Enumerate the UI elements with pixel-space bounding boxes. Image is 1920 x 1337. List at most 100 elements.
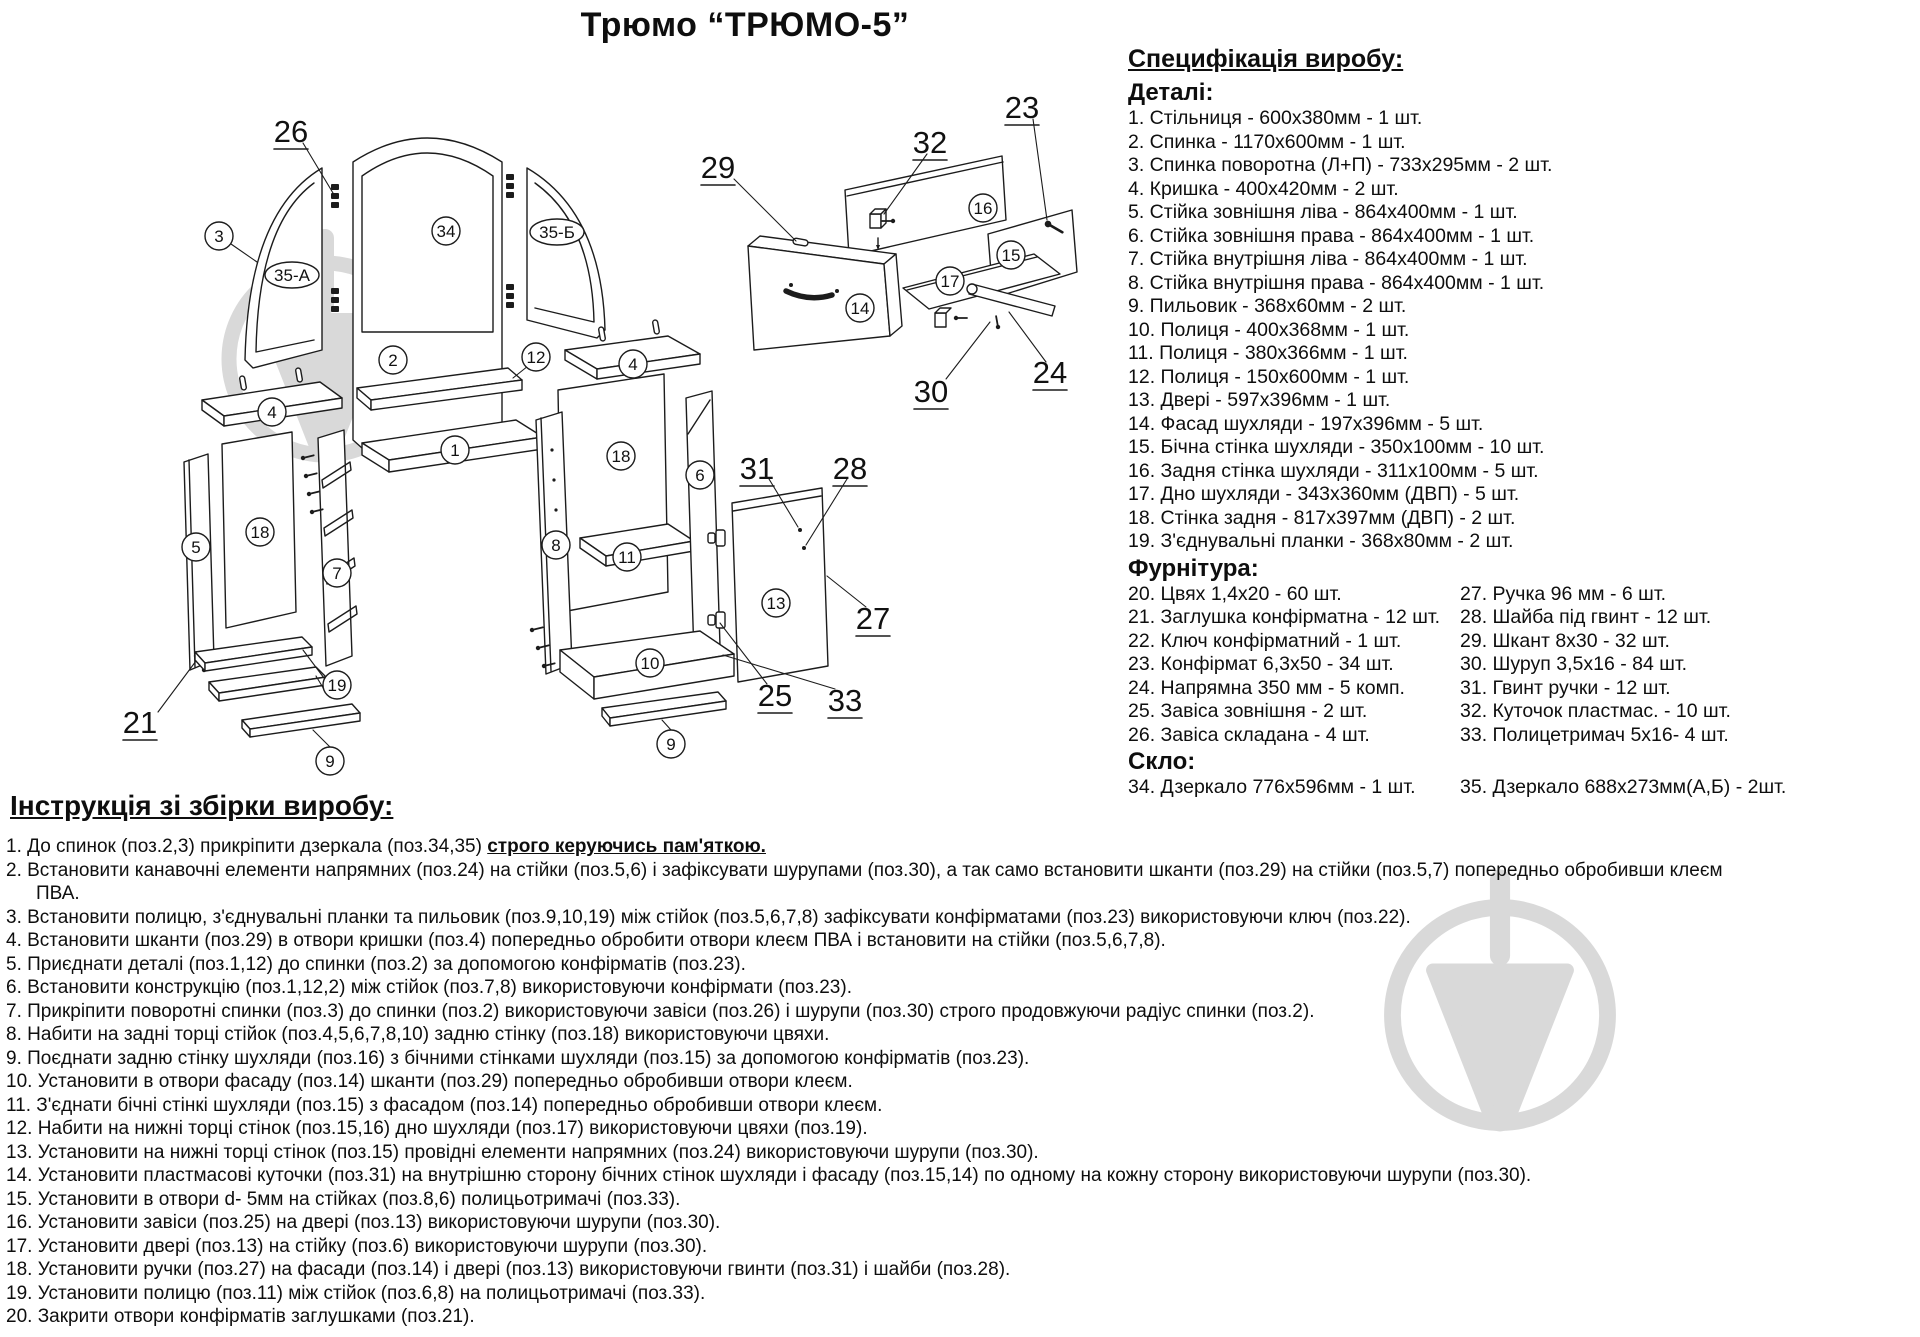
instructions-heading: Інструкція зі збірки виробу: (10, 790, 394, 821)
svg-text:15: 15 (1002, 246, 1021, 265)
spec-glass-heading: Скло: (1128, 748, 1196, 775)
svg-text:29: 29 (701, 150, 735, 185)
svg-text:35-А: 35-А (274, 266, 311, 285)
callout-15: 15 (996, 240, 1026, 270)
spec-detail-item: 15. Бічна стінка шухляди - 350х100мм - 1… (1128, 436, 1545, 458)
svg-text:24: 24 (1033, 355, 1067, 390)
callout-18: 18 (606, 441, 636, 471)
svg-text:4: 4 (267, 403, 276, 422)
spec-hardware-item: 22. Ключ конфірматний - 1 шт. (1128, 629, 1402, 652)
spec-detail-item: 2. Спинка - 1170х600мм - 1 шт. (1128, 130, 1406, 153)
callout-31: 31 (739, 451, 775, 487)
instruction-step: 4. Встановити шканти (поз.29) в отвори к… (6, 930, 1166, 951)
callout-16: 16 (968, 193, 998, 223)
leader-lines (157, 118, 1048, 748)
callout-28: 28 (832, 451, 868, 487)
spec-hardware-item: 24. Напрямна 350 мм - 5 комп. (1128, 676, 1405, 699)
page-title: Трюмо “ТРЮМО-5” (580, 6, 910, 44)
svg-text:4: 4 (628, 355, 637, 374)
svg-text:27: 27 (856, 601, 890, 636)
drawer-group (747, 155, 1078, 351)
spec-hardware-item: 29. Шкант 8х30 - 32 шт. (1460, 629, 1670, 652)
svg-text:7: 7 (332, 564, 341, 583)
spec-detail-item: 19. З'єднувальні планки - 368х80мм - 2 ш… (1128, 530, 1514, 552)
instruction-step: 11. З'єднати бічні стінкі шухляди (поз.1… (6, 1094, 883, 1116)
callout-24: 24 (1032, 355, 1068, 391)
spec-detail-item: 6. Стійка зовнішня права - 864х400мм - 1… (1128, 224, 1535, 247)
svg-text:21: 21 (123, 705, 157, 740)
svg-text:26: 26 (274, 114, 308, 149)
spec-hardware-right-column: 27. Ручка 96 мм - 6 шт.28. Шайба під гви… (1460, 583, 1918, 748)
svg-text:31: 31 (740, 451, 774, 486)
svg-text:35-Б: 35-Б (539, 223, 575, 242)
instruction-step: 1. До спинок (поз.2,3) прикріпити дзерка… (6, 836, 766, 857)
top-panels-group (201, 318, 701, 473)
spec-glass-item: 34. Дзеркало 776х596мм - 1 шт. (1128, 776, 1416, 798)
svg-text:32: 32 (913, 125, 947, 160)
svg-text:12: 12 (527, 348, 546, 367)
spec-hardware-item: 33. Полицетримач 5х16- 4 шт. (1460, 723, 1729, 746)
instruction-step-continuation: ПВА. (36, 883, 80, 904)
spec-hardware-item: 23. Конфірмат 6,3х50 - 34 шт. (1128, 653, 1394, 675)
instruction-step: 20. Закрити отвори конфірматів заглушкам… (6, 1306, 475, 1327)
spec-detail-item: 8. Стійка внутрішня права - 864х400мм - … (1128, 271, 1545, 294)
callout-1: 1 (440, 435, 470, 465)
svg-text:9: 9 (666, 735, 675, 754)
instruction-step: 15. Установити в отвори d- 5мм на стійка… (6, 1188, 681, 1210)
spec-hardware-item: 27. Ручка 96 мм - 6 шт. (1460, 582, 1667, 605)
instruction-step: 8. Набити на задні торці стійок (поз.4,5… (6, 1024, 830, 1045)
instruction-step: 6. Встановити конструкцію (поз.1,12,2) м… (6, 977, 852, 998)
spec-detail-item: 11. Полиця - 380х366мм - 1 шт. (1128, 342, 1408, 364)
callout-26: 26 (273, 114, 309, 150)
spec-detail-item: 13. Двері - 597х396мм - 1 шт. (1128, 389, 1391, 411)
callout-2: 2 (378, 345, 408, 375)
spec-glass-left-column: 34. Дзеркало 776х596мм - 1 шт. (1128, 776, 1460, 800)
svg-text:14: 14 (851, 299, 870, 318)
spec-detail-item: 9. Пильовик - 368х60мм - 2 шт. (1128, 295, 1407, 317)
callout-8: 8 (541, 530, 571, 560)
svg-text:17: 17 (941, 272, 960, 291)
instruction-step: 10. Установити в отвори фасаду (поз.14) … (6, 1071, 853, 1092)
spec-detail-item: 17. Дно шухляди - 343х360мм (ДВП) - 5 шт… (1128, 483, 1520, 505)
spec-hardware-item: 21. Заглушка конфірматна - 12 шт. (1128, 606, 1441, 628)
svg-text:30: 30 (914, 374, 948, 409)
spec-glass-right-column: 35. Дзеркало 688х273мм(А,Б) - 2шт. (1460, 776, 1918, 800)
spec-hardware-item: 25. Завіса зовнішня - 2 шт. (1128, 700, 1368, 722)
spec-hardware-item: 31. Гвинт ручки - 12 шт. (1460, 676, 1671, 699)
svg-text:5: 5 (191, 538, 200, 557)
callout-5: 5 (181, 532, 211, 562)
svg-text:18: 18 (251, 523, 270, 542)
callout-12: 12 (521, 342, 551, 372)
callout-17: 17 (935, 266, 965, 296)
svg-text:10: 10 (641, 654, 660, 673)
spec-glass-item: 35. Дзеркало 688х273мм(А,Б) - 2шт. (1460, 776, 1787, 798)
spec-hardware-item: 26. Завіса складана - 4 шт. (1128, 723, 1370, 746)
callout-14: 14 (845, 293, 875, 323)
instruction-step: 18. Установити ручки (поз.27) на фасади … (6, 1259, 1011, 1280)
spec-panel: Специфікація виробу: Деталі: 1. Стільниц… (1128, 44, 1918, 800)
spec-hardware-item: 32. Куточок пластмас. - 10 шт. (1460, 700, 1731, 722)
svg-text:2: 2 (388, 351, 397, 370)
watermark-diagram (229, 229, 421, 457)
callout-19: 19 (322, 670, 352, 700)
spec-detail-item: 18. Стінка задня - 817х397мм (ДВП) - 2 ш… (1128, 506, 1516, 529)
spec-glass-columns: 34. Дзеркало 776х596мм - 1 шт. 35. Дзерк… (1128, 776, 1918, 800)
instruction-step: 13. Установити на нижні торці стінок (по… (6, 1141, 1039, 1163)
spec-hardware-heading: Фурнітура: (1128, 554, 1259, 582)
callout-23: 23 (1004, 90, 1040, 126)
svg-text:33: 33 (828, 683, 862, 718)
spec-detail-item: 1. Стільниця - 600х380мм - 1 шт. (1128, 107, 1423, 129)
callout-6: 6 (685, 460, 715, 490)
svg-text:23: 23 (1005, 90, 1039, 125)
svg-text:11: 11 (618, 548, 636, 567)
instruction-step: 17. Установити двері (поз.13) на стійку … (6, 1235, 708, 1257)
instruction-step: 5. Приєднати деталі (поз.1,12) до спинки… (6, 953, 746, 975)
svg-text:19: 19 (328, 676, 347, 695)
instructions-panel: Інструкція зі збірки виробу: 1. До спино… (6, 790, 1916, 1329)
callout-9: 9 (656, 729, 686, 759)
middle-pedestal-group (528, 373, 829, 727)
callout-3: 3 (204, 221, 234, 251)
callout-27: 27 (855, 601, 891, 637)
spec-hardware-columns: 20. Цвях 1,4х20 - 60 шт.21. Заглушка кон… (1128, 583, 1918, 748)
callout-35-Б: 35-Б (529, 218, 585, 246)
